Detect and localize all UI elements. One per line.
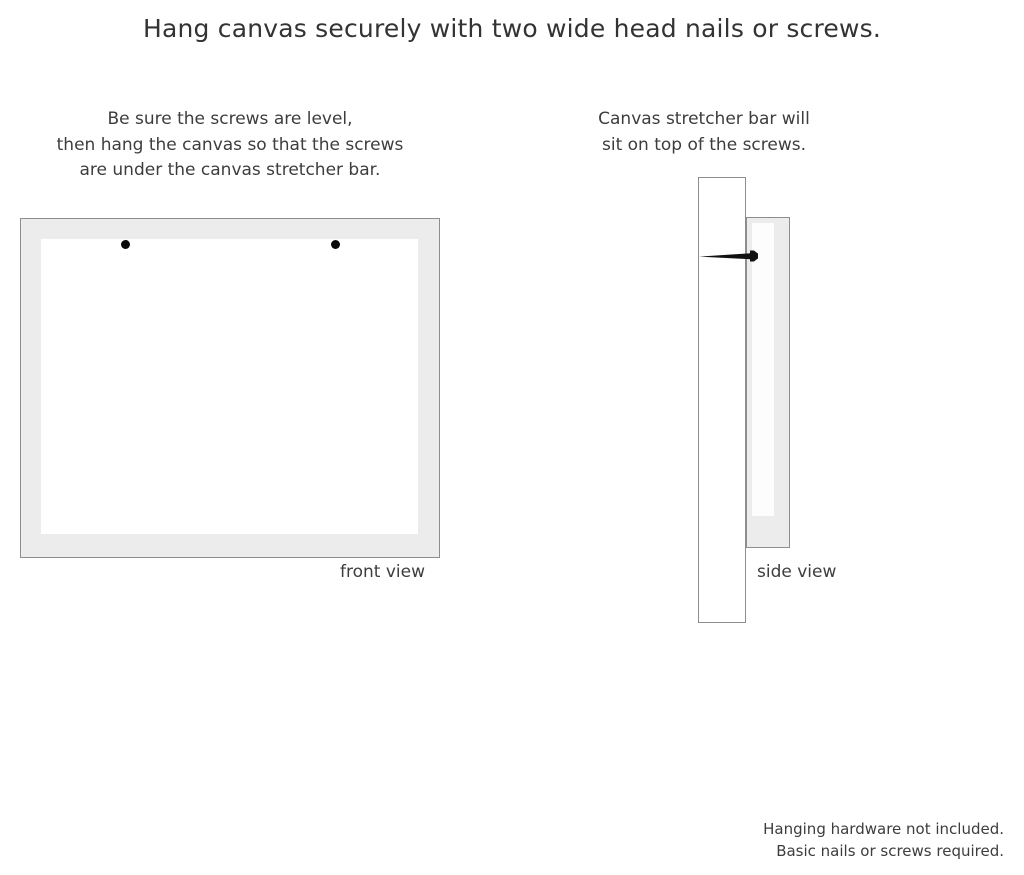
side-view-instructions: Canvas stretcher bar will sit on top of … [578, 107, 830, 158]
front-view-instruction-line-1: Be sure the screws are level, [107, 109, 353, 129]
front-view-instruction-line-3: are under the canvas stretcher bar. [79, 160, 381, 180]
front-view-instructions: Be sure the screws are level, then hang … [20, 107, 440, 184]
side-view-diagram [698, 177, 808, 637]
side-view-instruction-line-2: sit on top of the screws. [601, 134, 807, 155]
canvas-face-front [41, 239, 418, 534]
front-view-label: front view [340, 562, 425, 582]
side-view-label: side view [757, 562, 837, 582]
side-view-instruction-line-1: Canvas stretcher bar will [598, 109, 810, 129]
canvas-frame-front [20, 218, 440, 558]
screw-head-icon-right [331, 240, 340, 249]
footer-note-line-2: Basic nails or screws required. [776, 842, 1004, 860]
footer-note-line-1: Hanging hardware not included. [763, 820, 1004, 838]
screw-head-icon-left [121, 240, 130, 249]
screw-side-icon [699, 250, 758, 262]
footer-note: Hanging hardware not included. Basic nai… [584, 818, 1004, 862]
page-title: Hang canvas securely with two wide head … [142, 14, 882, 43]
wall-profile [698, 177, 746, 623]
canvas-stretcher-bar-inner [752, 223, 774, 516]
front-view-instruction-line-2: then hang the canvas so that the screws [56, 134, 404, 155]
front-view-diagram [20, 218, 440, 558]
canvas-stretcher-bar-profile [746, 217, 790, 548]
